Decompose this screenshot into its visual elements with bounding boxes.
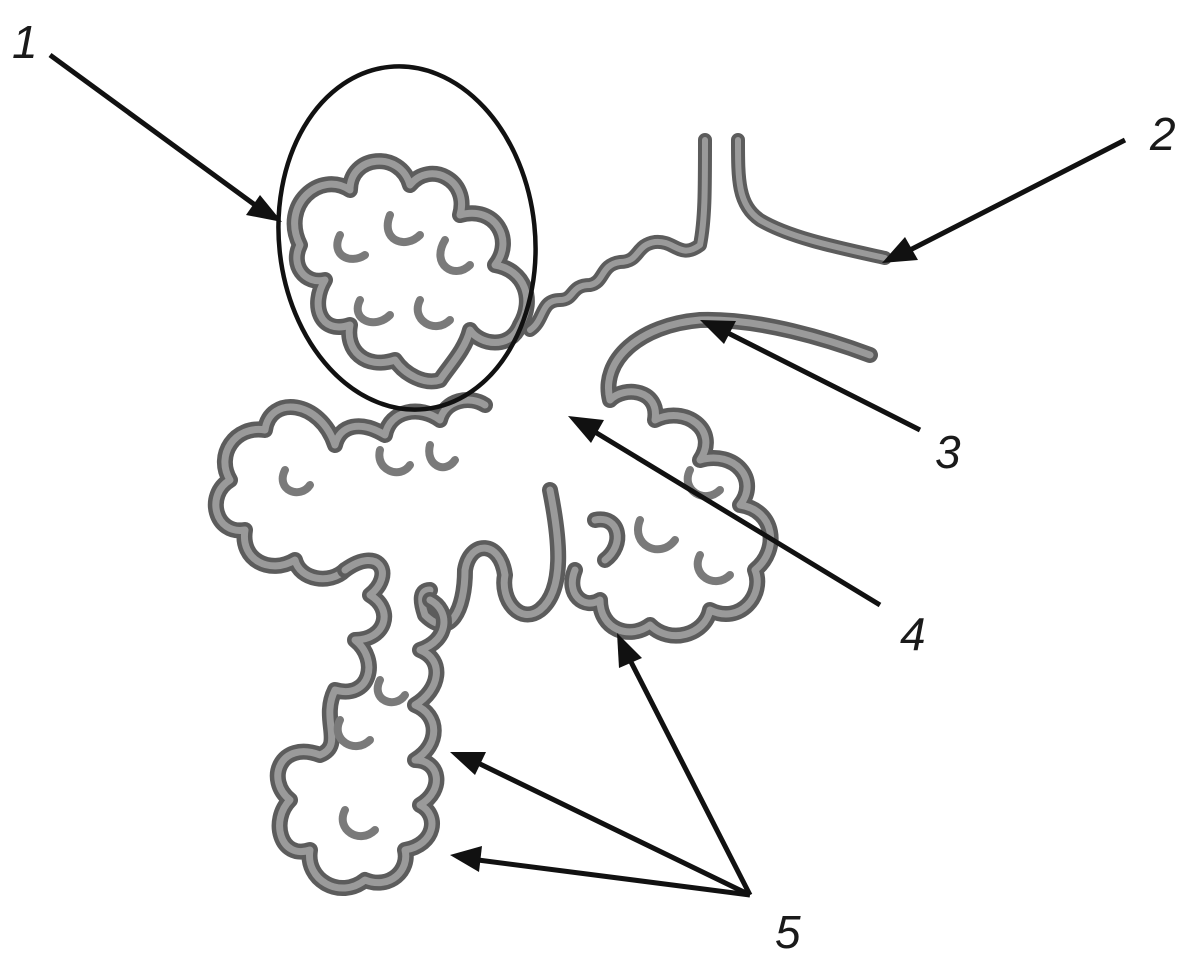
middle-branch2-inner [591, 516, 621, 564]
arrow-5b-head [450, 752, 486, 775]
duct-branch-inner [735, 137, 888, 261]
circled-lobe-inner [291, 157, 531, 385]
arrow-5a-head [617, 633, 642, 668]
right-lobe-inner [568, 316, 874, 640]
label-5: 5 [775, 906, 801, 957]
label-3: 3 [935, 426, 961, 478]
arrow-3-head [700, 320, 736, 344]
circled-lobe-outer [286, 153, 535, 390]
arrow-5a-line [627, 658, 753, 897]
duct-wavy-inner [527, 137, 708, 333]
lower-lobe-folds [333, 676, 409, 840]
pointer-arrows [48, 52, 1127, 898]
arrow-4-line [593, 429, 882, 608]
arrow-1-head [246, 195, 282, 222]
tissue-structure [207, 133, 892, 897]
label-2: 2 [1149, 108, 1176, 160]
arrow-4-head [568, 416, 604, 443]
label-1: 1 [12, 16, 38, 68]
left-lobe-folds [278, 441, 459, 497]
middle-branch-inner [418, 486, 562, 628]
arrow-1-line [48, 52, 257, 208]
right-lobe-outer [564, 311, 878, 644]
lower-lobe-inner [274, 557, 448, 892]
arrow-2-line [908, 137, 1127, 253]
arrow-3-line [726, 330, 922, 433]
left-lobe-inner [212, 396, 489, 583]
arrow-5b-line [476, 760, 752, 898]
arrow-5c-head [450, 846, 482, 872]
highlight-circle [276, 64, 538, 412]
circled-lobe-folds [333, 211, 474, 330]
label-4: 4 [900, 608, 926, 660]
arrow-2-head [882, 237, 918, 263]
arrow-5c-line [477, 857, 751, 898]
